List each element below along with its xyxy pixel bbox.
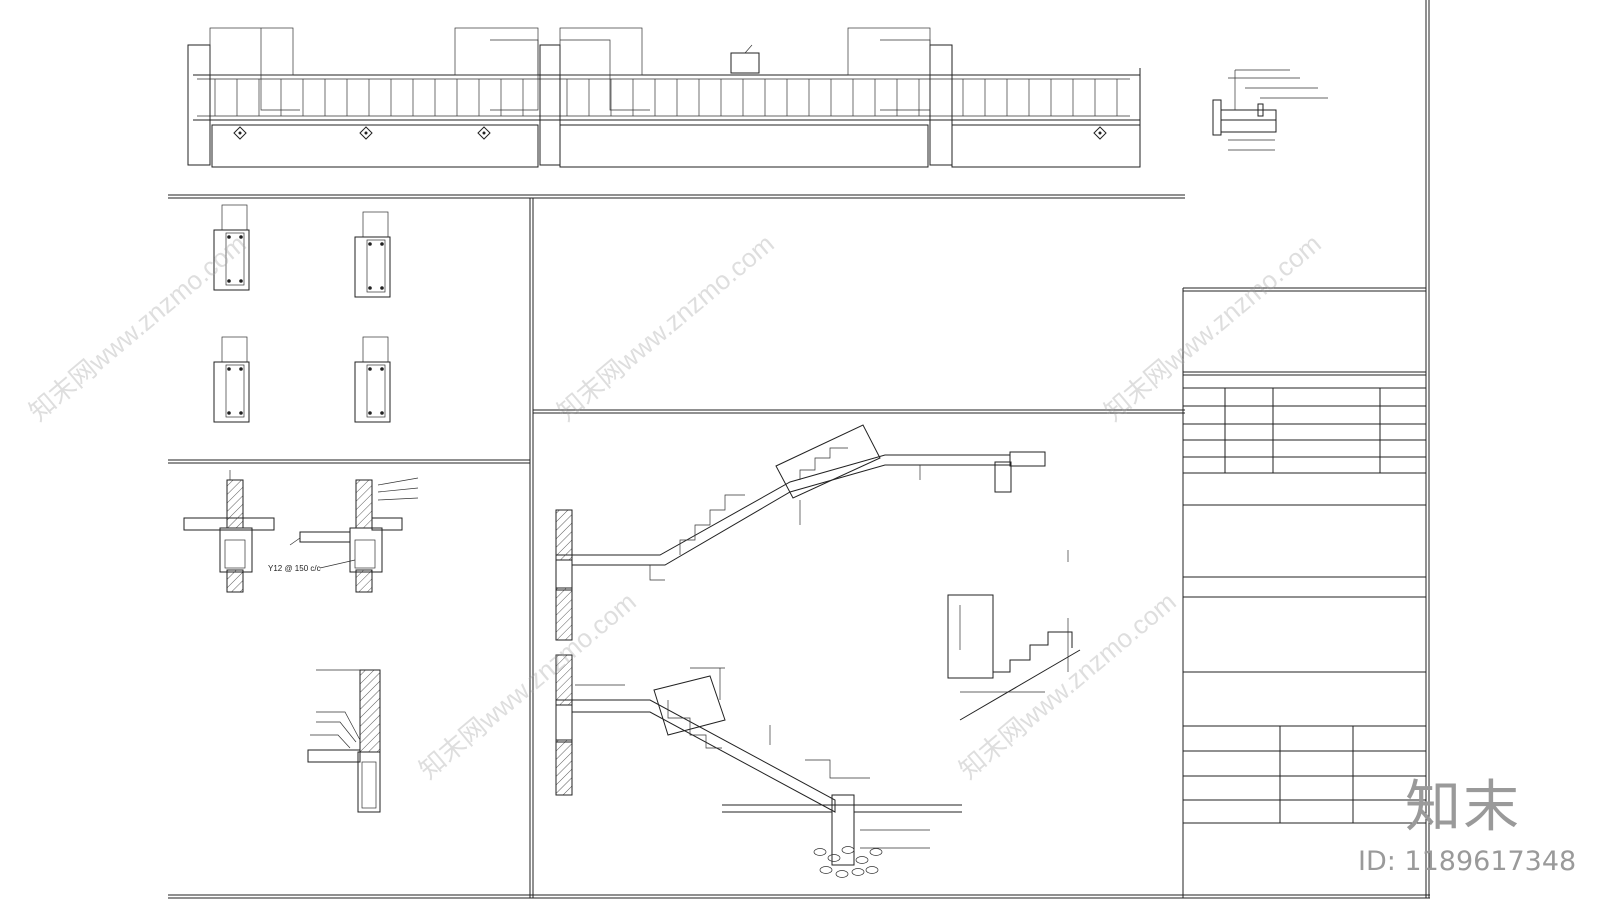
- drawing-id: ID: 1189617348: [1358, 846, 1577, 877]
- beam-elevation: [187, 27, 1141, 168]
- edge-detail: [1212, 69, 1328, 151]
- logo: 知末: [1405, 775, 1521, 840]
- sheet-frame: [168, 0, 1430, 899]
- column-sections: [213, 204, 391, 423]
- stair-sections: [555, 424, 1081, 878]
- slab-wall-joints: [183, 470, 419, 813]
- title-block: [1183, 287, 1426, 824]
- rebar-spacing-note: Y12 @ 150 c/c: [268, 564, 321, 573]
